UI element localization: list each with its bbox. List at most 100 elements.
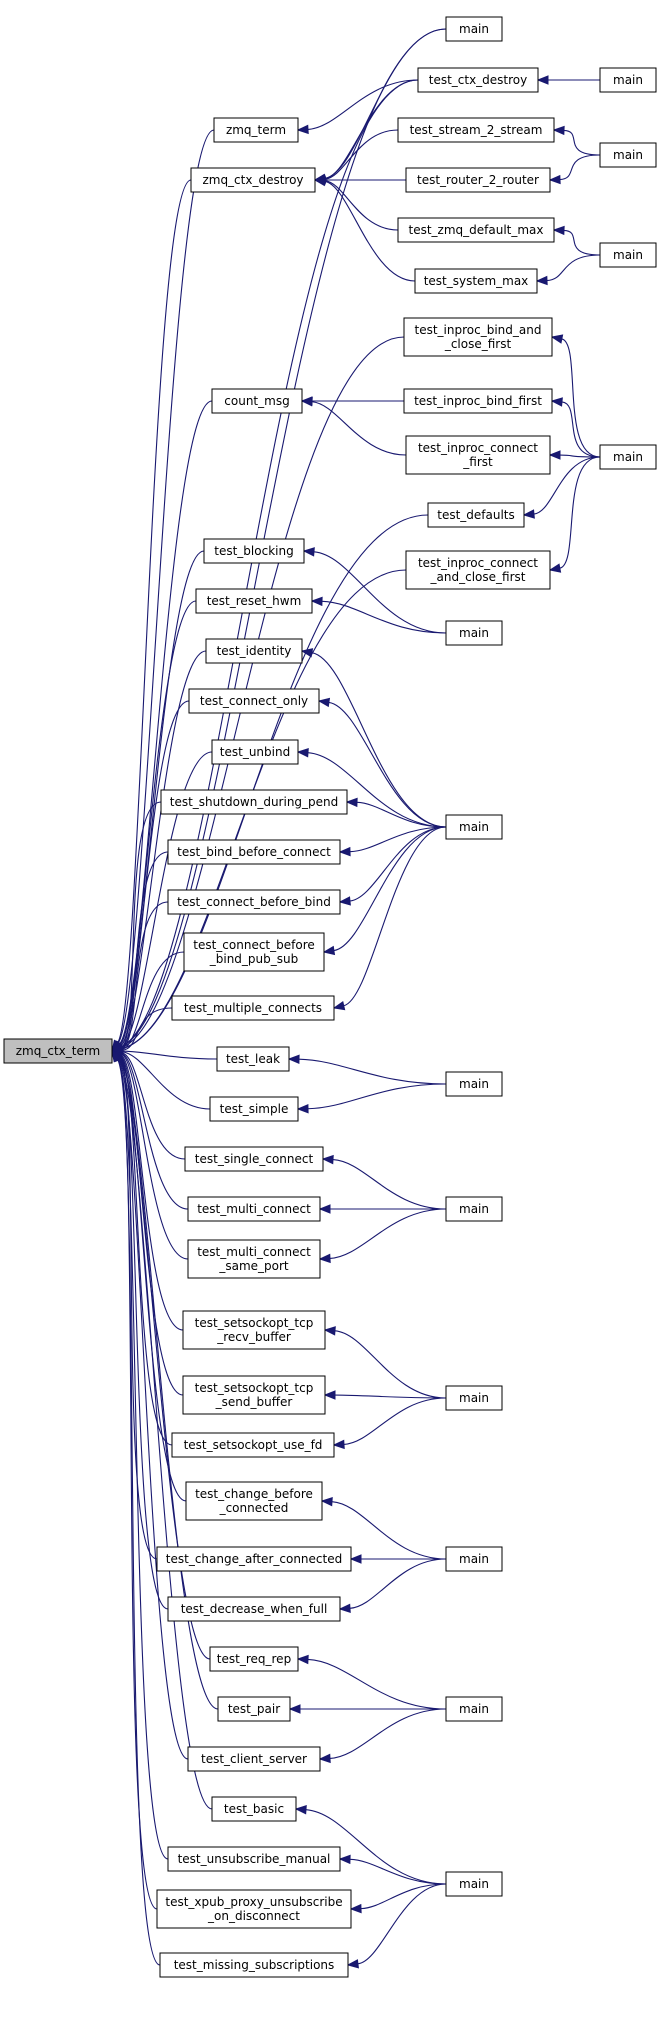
- caller-node[interactable]: test_router_2_router: [405, 167, 551, 193]
- caller-node[interactable]: test_connect_before_bind: [167, 889, 341, 915]
- caller-node[interactable]: test_simple: [209, 1096, 299, 1122]
- node-box: [167, 889, 341, 915]
- caller-node[interactable]: test_multi_connect_same_port: [187, 1239, 321, 1279]
- node-label: test_connect_before: [193, 938, 315, 952]
- caller-node[interactable]: test_single_connect: [184, 1146, 324, 1172]
- node-label: test_identity: [217, 644, 292, 658]
- main-caller-node[interactable]: main: [599, 242, 657, 268]
- main-caller-node[interactable]: main: [445, 1071, 503, 1097]
- arrowhead-icon: [288, 1704, 301, 1714]
- caller-node[interactable]: test_inproc_connect_first: [405, 435, 551, 475]
- call-edge: [313, 551, 447, 634]
- call-edge: [561, 401, 601, 458]
- caller-node[interactable]: test_system_max: [414, 268, 538, 294]
- arrowhead-icon: [320, 1496, 333, 1507]
- node-label: test_decrease_when_full: [181, 1602, 328, 1616]
- caller-node[interactable]: test_client_server: [187, 1746, 321, 1772]
- caller-node[interactable]: test_connect_only: [188, 688, 320, 714]
- caller-node[interactable]: count_msg: [211, 388, 303, 414]
- node-label: test_router_2_router: [417, 173, 539, 187]
- caller-node[interactable]: zmq_ctx_destroy: [190, 167, 316, 193]
- arrowhead-icon: [349, 1903, 362, 1914]
- caller-node[interactable]: test_identity: [205, 638, 303, 664]
- caller-node[interactable]: test_change_after_connected: [156, 1546, 352, 1572]
- main-caller-node[interactable]: main: [445, 1385, 503, 1411]
- arrowhead-icon: [302, 547, 315, 557]
- call-edge: [332, 1159, 447, 1210]
- caller-node[interactable]: test_missing_subscriptions: [159, 1952, 349, 1978]
- caller-node[interactable]: test_inproc_bind_first: [403, 388, 553, 414]
- call-edge: [333, 826, 447, 952]
- node-label: zmq_ctx_destroy: [202, 173, 303, 187]
- main-caller-node[interactable]: main: [445, 1696, 503, 1722]
- caller-node[interactable]: test_change_before_connected: [185, 1481, 323, 1521]
- node-box: [211, 739, 299, 765]
- caller-node[interactable]: test_defaults: [427, 502, 525, 528]
- main-caller-node[interactable]: main: [599, 67, 657, 93]
- caller-node[interactable]: test_ctx_destroy: [417, 67, 539, 93]
- root-function-node[interactable]: zmq_ctx_term: [3, 1038, 113, 1064]
- call-edge: [328, 701, 447, 828]
- call-edge: [121, 1052, 186, 1160]
- node-label: test_inproc_connect: [418, 556, 538, 570]
- caller-node[interactable]: test_inproc_connect_and_close_first: [405, 550, 551, 590]
- call-edge: [311, 652, 447, 828]
- call-edge: [120, 650, 207, 1047]
- caller-node[interactable]: test_inproc_bind_and_close_first: [403, 317, 553, 357]
- arrowhead-icon: [332, 1001, 346, 1011]
- call-edge: [324, 180, 399, 231]
- main-caller-node[interactable]: main: [599, 142, 657, 168]
- arrowhead-icon: [296, 748, 309, 758]
- caller-node[interactable]: test_multi_connect: [187, 1196, 321, 1222]
- main-caller-node[interactable]: main: [445, 1546, 503, 1572]
- call-edge: [118, 1057, 169, 1610]
- call-edge: [307, 1083, 447, 1110]
- main-caller-node[interactable]: main: [445, 1196, 503, 1222]
- call-edge: [349, 826, 447, 853]
- caller-node[interactable]: test_reset_hwm: [195, 588, 313, 614]
- node-box: [182, 1375, 326, 1415]
- caller-node[interactable]: test_setsockopt_use_fd: [171, 1432, 335, 1458]
- node-label: test_inproc_bind_and: [415, 323, 542, 337]
- main-caller-node[interactable]: main: [445, 814, 503, 840]
- caller-node[interactable]: test_blocking: [203, 538, 305, 564]
- node-box: [427, 502, 525, 528]
- call-edge: [119, 1057, 211, 1660]
- caller-node[interactable]: test_bind_before_connect: [167, 839, 341, 865]
- node-label: test_basic: [224, 1802, 284, 1816]
- call-edge: [118, 1058, 189, 1760]
- call-edge: [121, 1007, 173, 1051]
- caller-node[interactable]: test_shutdown_during_pend: [160, 789, 348, 815]
- caller-node[interactable]: test_stream_2_stream: [397, 117, 555, 143]
- caller-node[interactable]: test_setsockopt_tcp_recv_buffer: [182, 1310, 326, 1350]
- arrowhead-icon: [548, 450, 561, 460]
- caller-node[interactable]: test_connect_before_bind_pub_sub: [183, 932, 325, 972]
- main-caller-node[interactable]: main: [445, 1871, 503, 1897]
- caller-node[interactable]: zmq_term: [213, 117, 299, 143]
- caller-node[interactable]: test_basic: [211, 1796, 297, 1822]
- caller-node[interactable]: test_decrease_when_full: [167, 1596, 341, 1622]
- caller-node[interactable]: test_xpub_proxy_unsubscribe_on_disconnec…: [156, 1889, 352, 1929]
- node-box: [209, 1096, 299, 1122]
- call-edge: [349, 1858, 447, 1885]
- caller-node[interactable]: test_leak: [216, 1046, 290, 1072]
- main-caller-node[interactable]: main: [445, 620, 503, 646]
- node-box: [445, 620, 503, 646]
- call-edge: [533, 456, 601, 515]
- main-caller-node[interactable]: main: [599, 444, 657, 470]
- call-edge: [559, 454, 601, 458]
- main-caller-node[interactable]: main: [445, 16, 503, 42]
- arrowhead-icon: [346, 1959, 359, 1969]
- caller-node[interactable]: test_setsockopt_tcp_send_buffer: [182, 1375, 326, 1415]
- caller-node[interactable]: test_pair: [217, 1696, 291, 1722]
- caller-node[interactable]: test_unbind: [211, 739, 299, 765]
- arrowhead-icon: [111, 1049, 122, 1063]
- caller-node[interactable]: test_multiple_connects: [171, 995, 335, 1021]
- node-box: [405, 435, 551, 475]
- arrowhead-icon: [300, 648, 314, 658]
- caller-node[interactable]: test_req_rep: [209, 1646, 299, 1672]
- caller-node[interactable]: test_zmq_default_max: [397, 217, 555, 243]
- call-edge: [559, 456, 601, 569]
- caller-node[interactable]: test_unsubscribe_manual: [167, 1846, 341, 1872]
